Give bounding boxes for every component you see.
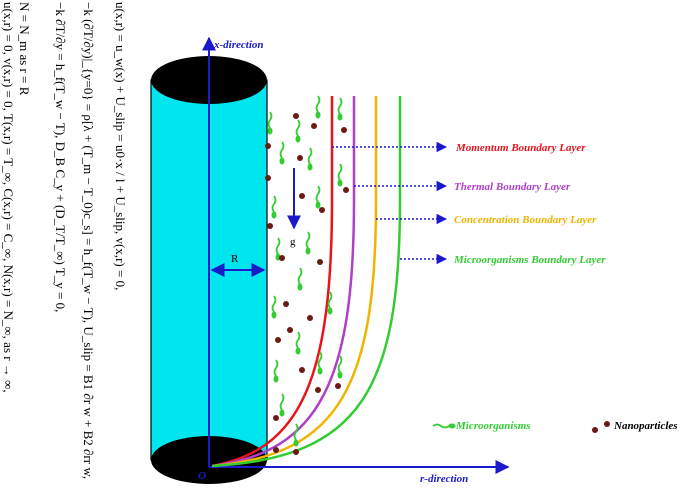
legend-nanoparticles-label: Nanoparticles xyxy=(613,420,678,432)
microorganism xyxy=(337,97,343,121)
microorganism xyxy=(337,355,343,379)
nanoparticle xyxy=(317,259,323,265)
micro-layer-label: Microorganisms Boundary Layer xyxy=(453,254,606,266)
nanoparticle xyxy=(341,127,347,133)
momentum-layer-label: Momentum Boundary Layer xyxy=(455,142,586,154)
nanoparticles-group xyxy=(265,113,349,455)
nanoparticle xyxy=(267,223,273,229)
microorganism xyxy=(315,185,321,209)
microorganism xyxy=(337,163,343,187)
radius-label: R xyxy=(231,253,239,265)
microorganism xyxy=(279,393,285,417)
nanoparticle xyxy=(335,383,341,389)
nanoparticle xyxy=(293,449,299,455)
microorganism xyxy=(279,141,285,165)
nanoparticle xyxy=(299,367,305,373)
thermal-layer-curve xyxy=(211,96,356,468)
legend-nanoparticle-icon xyxy=(604,421,610,427)
concentration-layer-label: Concentration Boundary Layer xyxy=(454,214,597,226)
nanoparticle xyxy=(297,155,303,161)
nanoparticle xyxy=(343,187,349,193)
nanoparticle xyxy=(293,113,299,119)
nanoparticle xyxy=(273,415,279,421)
nanoparticle xyxy=(307,315,313,321)
nanoparticle xyxy=(315,387,321,393)
microorganism xyxy=(271,295,277,319)
microorganism xyxy=(293,423,299,447)
microorganism xyxy=(295,119,301,143)
nanoparticle xyxy=(265,175,271,181)
legend: Microorganisms Nanoparticles xyxy=(432,420,678,433)
nanoparticle xyxy=(265,143,271,149)
microorganism xyxy=(295,331,301,355)
nanoparticle xyxy=(299,193,305,199)
microorganism xyxy=(271,195,277,219)
nanoparticle xyxy=(319,207,325,213)
momentum-layer-curve xyxy=(211,96,334,468)
microorganism xyxy=(317,351,323,375)
origin-label: O xyxy=(198,470,206,482)
nanoparticle xyxy=(275,337,281,343)
microorganism xyxy=(273,359,279,383)
legend-microorganism-icon xyxy=(432,423,456,429)
nanoparticle xyxy=(273,447,279,453)
microorganism xyxy=(297,267,303,291)
thermal-layer-label: Thermal Boundary Layer xyxy=(454,181,571,193)
microorganism xyxy=(267,111,273,135)
microorganism xyxy=(315,95,321,119)
legend-microorganisms-label: Microorganisms xyxy=(455,420,531,432)
microorganism xyxy=(305,231,311,255)
microorganism xyxy=(327,291,333,315)
nanoparticle xyxy=(287,327,293,333)
r-axis-label: r-direction xyxy=(420,473,468,485)
concentration-layer-curve xyxy=(211,96,378,468)
legend-nanoparticle-icon xyxy=(592,427,598,433)
x-axis-label: x-direction xyxy=(213,39,264,51)
microorganisms-group xyxy=(267,95,343,447)
nanoparticle xyxy=(279,255,285,261)
micro-layer-curve xyxy=(211,96,402,468)
nanoparticle xyxy=(311,123,317,129)
gravity-label: g xyxy=(290,236,296,248)
nanoparticle xyxy=(283,301,289,307)
microorganism xyxy=(307,147,313,171)
